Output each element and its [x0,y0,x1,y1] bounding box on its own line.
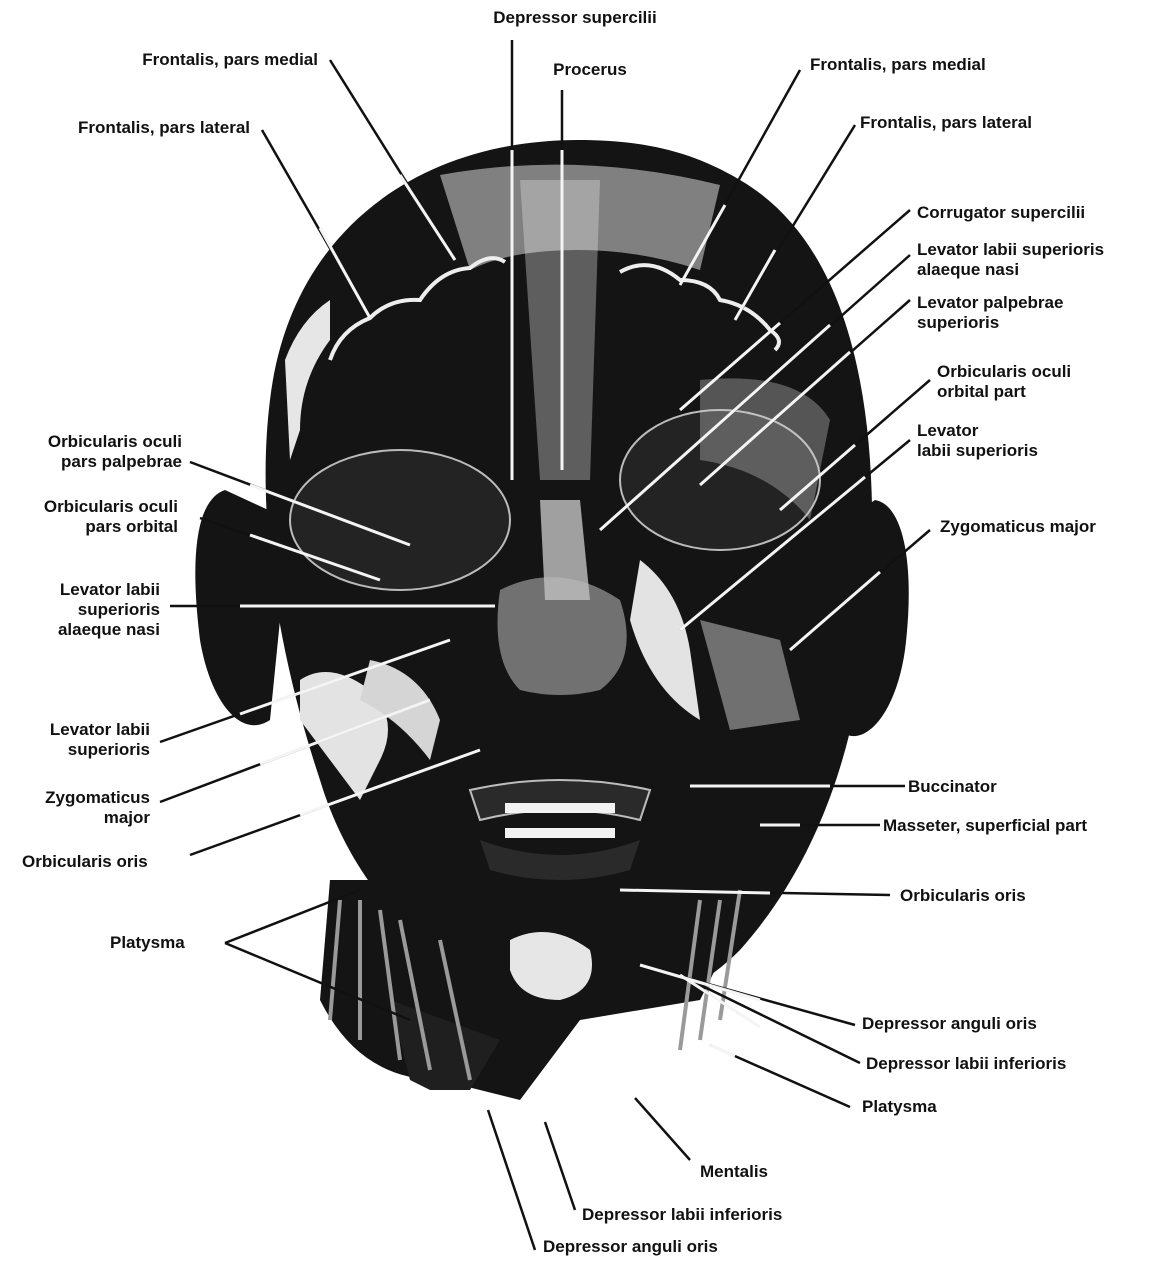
label-orbicularis-oris-right: Orbicularis oris [900,886,1026,906]
nose-tip [498,577,627,695]
label-orbicularis-oculi-palpebrae-left: Orbicularis oculi pars palpebrae [0,432,182,472]
leader-mentalis [635,1098,690,1160]
label-procerus: Procerus [530,60,650,80]
label-platysma-right: Platysma [862,1097,937,1117]
label-orbicularis-oculi-orbital-right: Orbicularis oculi orbital part [937,362,1071,402]
label-frontalis-medial-right: Frontalis, pars medial [810,55,986,75]
label-levator-labii-sup-alaeque-nasi-left: Levator labii superioris alaeque nasi [10,580,160,640]
label-depressor-labii-inferioris-right: Depressor labii inferioris [866,1054,1066,1074]
label-frontalis-lateral-right: Frontalis, pars lateral [860,113,1032,133]
label-depressor-supercilii: Depressor supercilii [440,8,710,28]
label-orbicularis-oris-left: Orbicularis oris [22,852,148,872]
upper-teeth [505,803,615,813]
label-orbicularis-oculi-orbital-left: Orbicularis oculi pars orbital [0,497,178,537]
head-illustration [195,140,908,1100]
label-masseter-superficial: Masseter, superficial part [883,816,1087,836]
left-eye-region [290,450,510,590]
label-depressor-anguli-oris-right: Depressor anguli oris [862,1014,1037,1034]
right-ear [840,500,909,736]
label-depressor-anguli-oris-bottom: Depressor anguli oris [543,1237,718,1257]
label-frontalis-lateral-left: Frontalis, pars lateral [10,118,250,138]
leader-depressor-labii-bottom [545,1122,575,1210]
label-platysma-left: Platysma [110,933,185,953]
leader-light-platysma-right [710,1045,735,1056]
label-frontalis-medial-left: Frontalis, pars medial [60,50,318,70]
label-corrugator-supercilii: Corrugator supercilii [917,203,1085,223]
label-levator-palpebrae-superioris: Levator palpebrae superioris [917,293,1063,333]
label-levator-labii-superioris-right: Levator labii superioris [917,421,1038,461]
label-zygomaticus-major-left: Zygomaticus major [10,788,150,828]
label-zygomaticus-major-right: Zygomaticus major [940,517,1096,537]
left-ear [195,490,290,725]
label-buccinator: Buccinator [908,777,997,797]
label-depressor-labii-inferioris-bottom: Depressor labii inferioris [582,1205,782,1225]
label-levator-labii-sup-alaeque-nasi-right: Levator labii superioris alaeque nasi [917,240,1104,280]
lower-teeth [505,828,615,838]
label-levator-labii-superioris-left: Levator labii superioris [10,720,150,760]
leader-depressor-anguli-bottom [488,1110,535,1250]
label-mentalis: Mentalis [700,1162,768,1182]
